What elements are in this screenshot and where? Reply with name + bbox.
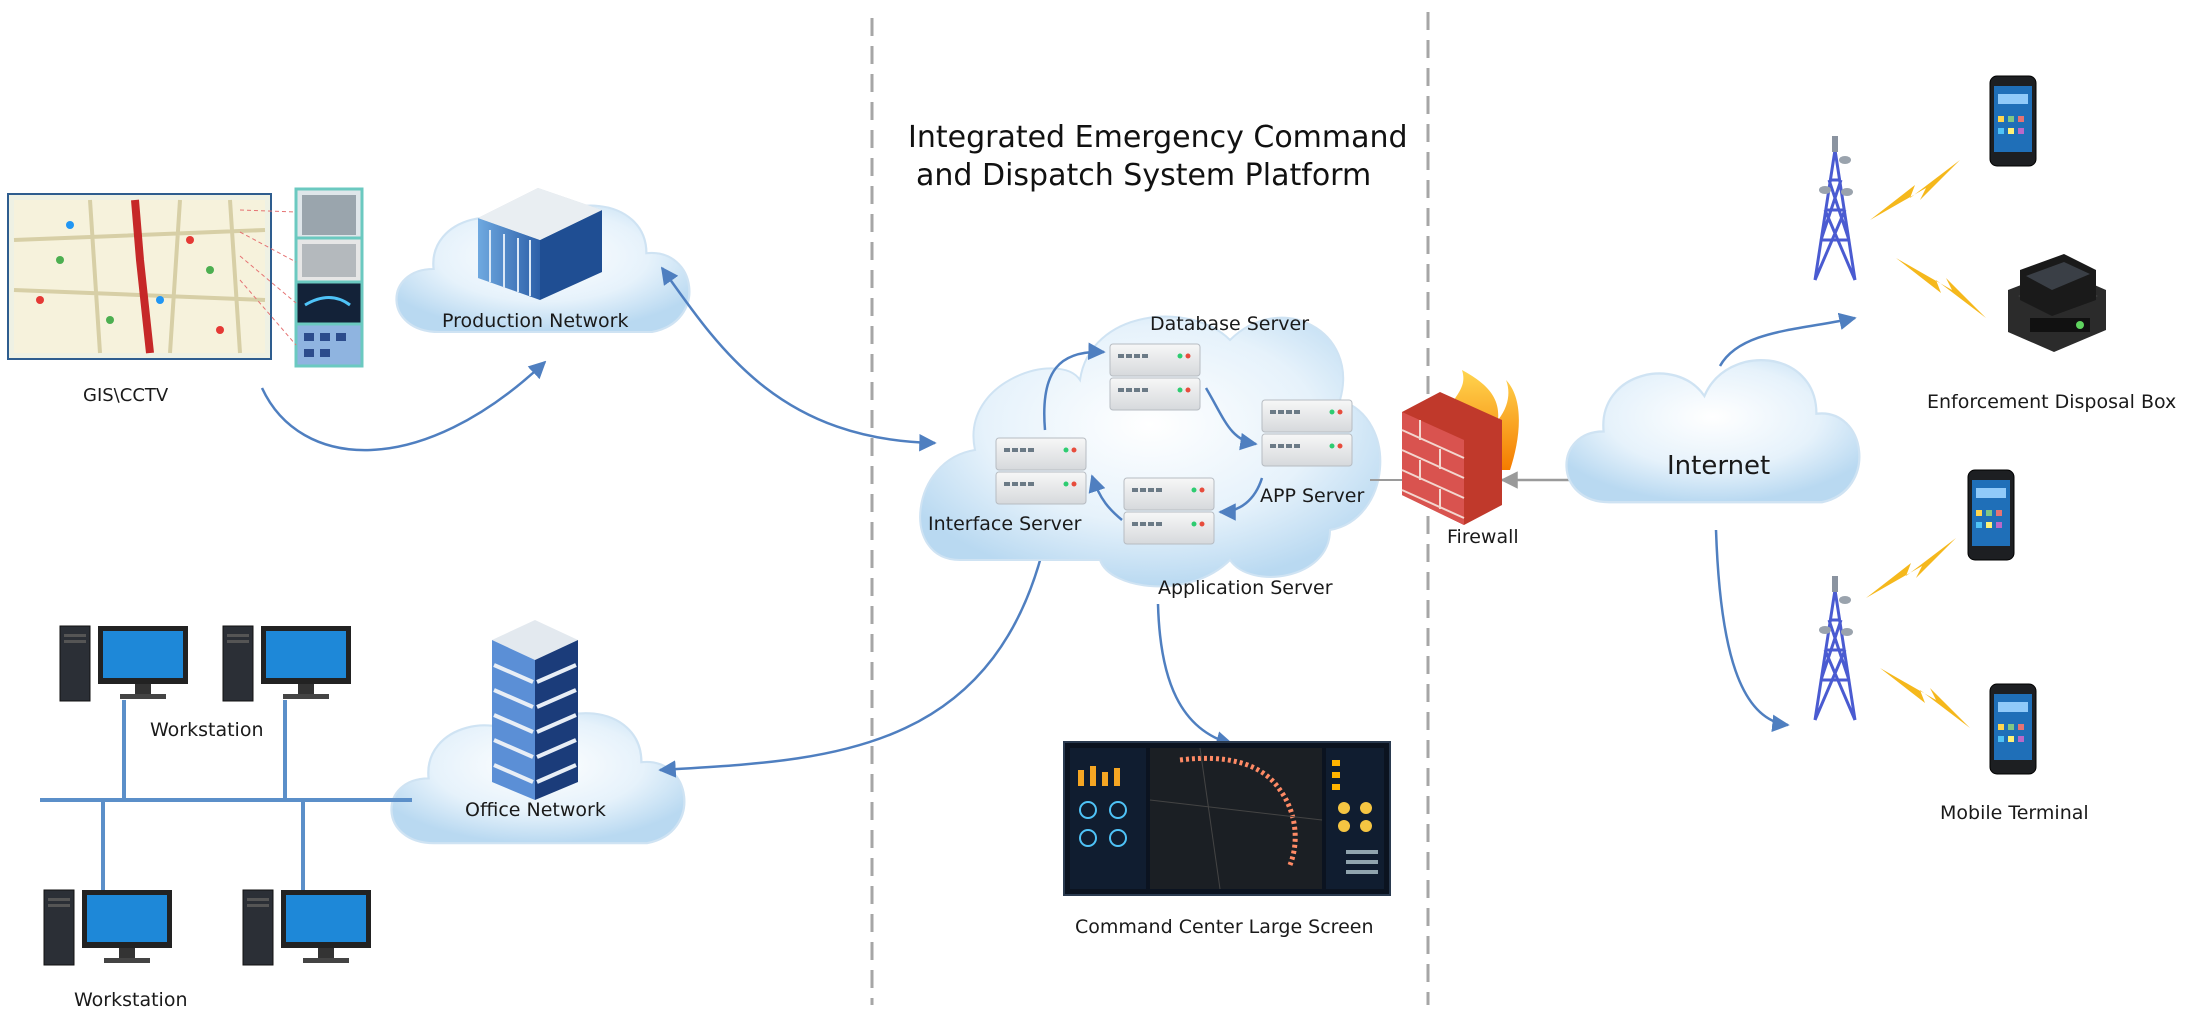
arrow-app-to-application [1218,477,1264,521]
gis-cctv-label: GIS\CCTV [83,385,169,406]
command-center-label: Command Center Large Screen [1075,916,1374,938]
arrow-application-to-interface [1088,474,1123,521]
diagram-title-line1: Integrated Emergency Command [908,120,1408,155]
firewall-icon [1401,370,1519,525]
office-network-label: Office Network [465,799,606,821]
production-network-label: Production Network [442,310,628,332]
workstation-label-bottom: Workstation [74,989,188,1011]
mobile-terminal-label: Mobile Terminal [1940,802,2089,824]
gis-map-icon [7,193,272,360]
workstation-monitor-icon [43,625,372,966]
database-server-label: Database Server [1150,313,1309,335]
cctv-thumbnails [294,187,364,368]
firewall-label: Firewall [1447,526,1519,548]
mobile-phone-icon [1967,75,2037,775]
internet-label: Internet [1667,451,1770,481]
enforcement-box-label: Enforcement Disposal Box [1927,391,2176,413]
arrow-internet-to-tower-top [1718,312,1857,367]
arrow-gis-to-production [260,360,547,452]
platform-cloud [919,315,1382,588]
arrow-office-to-interface [658,526,1054,778]
command-center-dashboard-icon [1063,741,1391,896]
arrow-database-to-app [1204,387,1258,451]
lan-bus [40,700,412,895]
workstation-label-top: Workstation [150,719,264,741]
arrow-platform-to-command [1156,603,1234,749]
application-server-label: Application Server [1158,577,1333,599]
diagram-title-line2: and Dispatch System Platform [916,158,1371,193]
office-building-icon [492,620,578,800]
interface-server-label: Interface Server [928,513,1082,535]
app-server-label: APP Server [1260,485,1364,507]
lightning-icon [1866,160,1986,728]
arrow-interface-to-database [1043,342,1106,431]
production-building-icon [478,188,602,300]
enforcement-box-icon [2008,254,2106,352]
arrow-internet-to-tower-bottom [1714,529,1790,733]
arrow-production-to-platform [660,266,937,452]
